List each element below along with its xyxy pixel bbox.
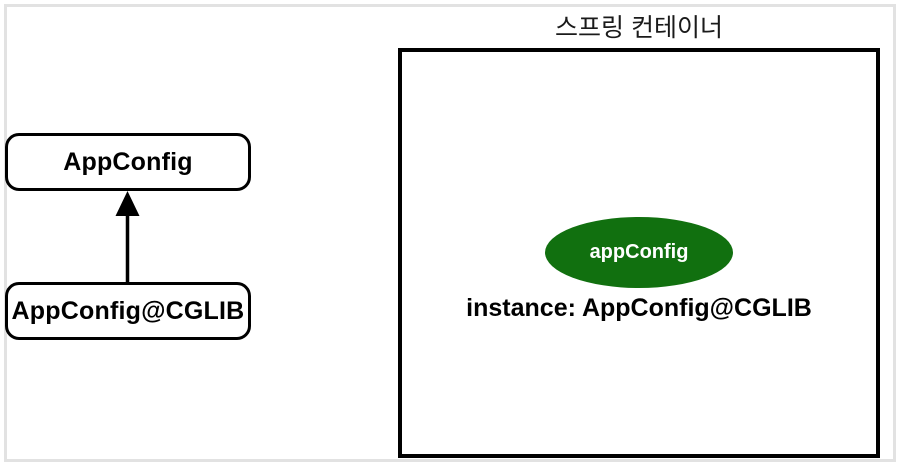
- bean-instance-label: instance: AppConfig@CGLIB: [466, 294, 812, 322]
- class-box-appconfig-cglib: AppConfig@CGLIB: [5, 282, 251, 340]
- class-box-appconfig: AppConfig: [5, 133, 251, 191]
- inheritance-arrow-icon: [115, 191, 140, 284]
- bean-node-label: appConfig: [589, 241, 689, 263]
- class-box-appconfig-cglib-label: AppConfig@CGLIB: [11, 296, 245, 325]
- spring-container-title: 스프링 컨테이너: [555, 14, 723, 42]
- class-box-appconfig-label: AppConfig: [63, 147, 193, 176]
- bean-node-appconfig: appConfig: [545, 217, 733, 288]
- inheritance-arrow: [110, 190, 146, 284]
